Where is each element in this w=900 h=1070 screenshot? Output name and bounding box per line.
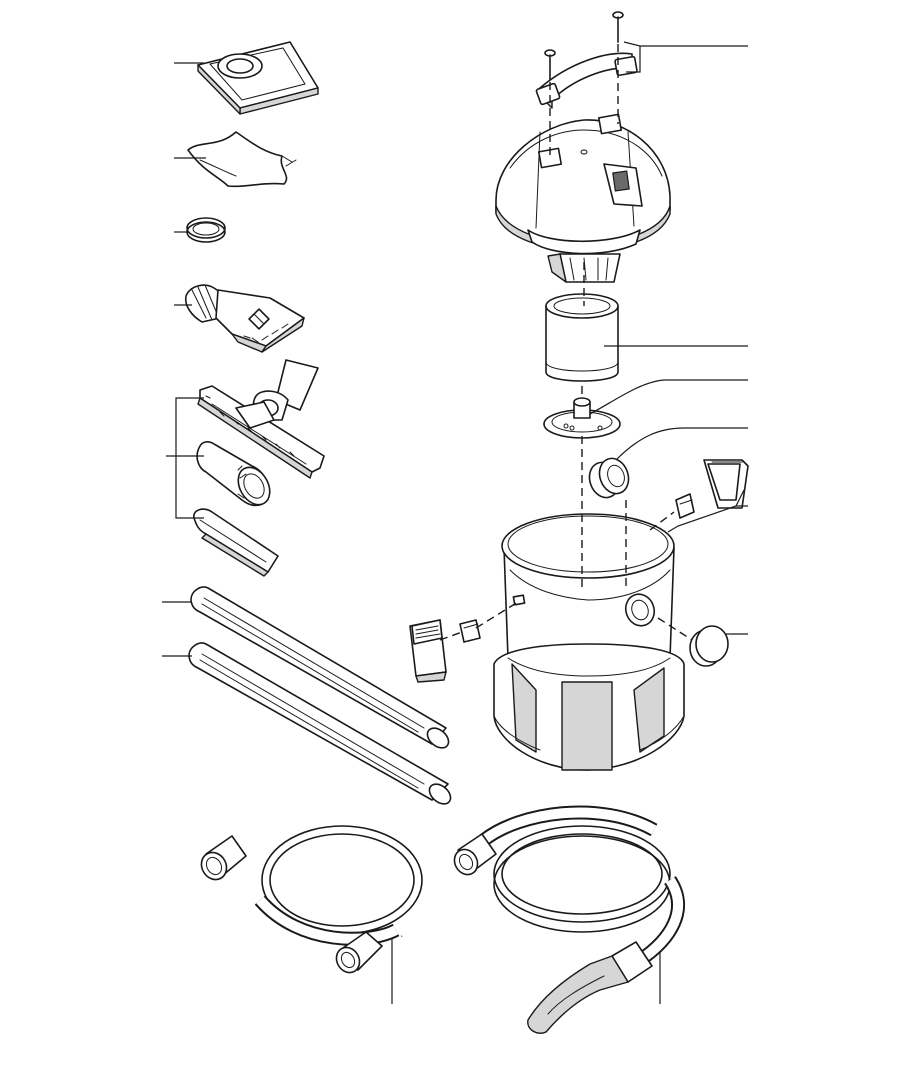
leader-carry-handle bbox=[623, 41, 748, 73]
handle-screw-right bbox=[612, 11, 624, 43]
leader-latch-right bbox=[667, 489, 748, 533]
floor-nozzle bbox=[197, 359, 325, 479]
suction-hose-left bbox=[200, 811, 434, 974]
suction-hose-right bbox=[453, 805, 686, 1034]
crevice-tool bbox=[193, 508, 279, 577]
filter-ring bbox=[186, 217, 226, 243]
filter-bag bbox=[197, 41, 319, 115]
latch-clip-right bbox=[675, 493, 695, 519]
leader-hose-connector bbox=[615, 427, 748, 461]
extension-tube-upper bbox=[190, 586, 450, 749]
leader-filter-plate bbox=[589, 379, 748, 415]
cloth-filter bbox=[187, 131, 297, 188]
leader-bracket-accessories bbox=[166, 397, 204, 519]
assembly-lines bbox=[439, 44, 693, 641]
handle-screw-left bbox=[544, 49, 556, 81]
upholstery-nozzle bbox=[184, 284, 305, 353]
latch-right bbox=[703, 459, 749, 509]
outlet-cap bbox=[689, 625, 729, 667]
cartridge-filter bbox=[545, 293, 619, 382]
motor-head bbox=[495, 113, 671, 283]
collection-container bbox=[493, 513, 685, 771]
latch-left bbox=[409, 619, 447, 683]
dusting-brush bbox=[196, 441, 271, 507]
hose-connector bbox=[588, 457, 630, 499]
latch-clip-left bbox=[459, 619, 481, 643]
carry-handle bbox=[535, 52, 638, 109]
extension-tube-lower bbox=[188, 642, 452, 805]
